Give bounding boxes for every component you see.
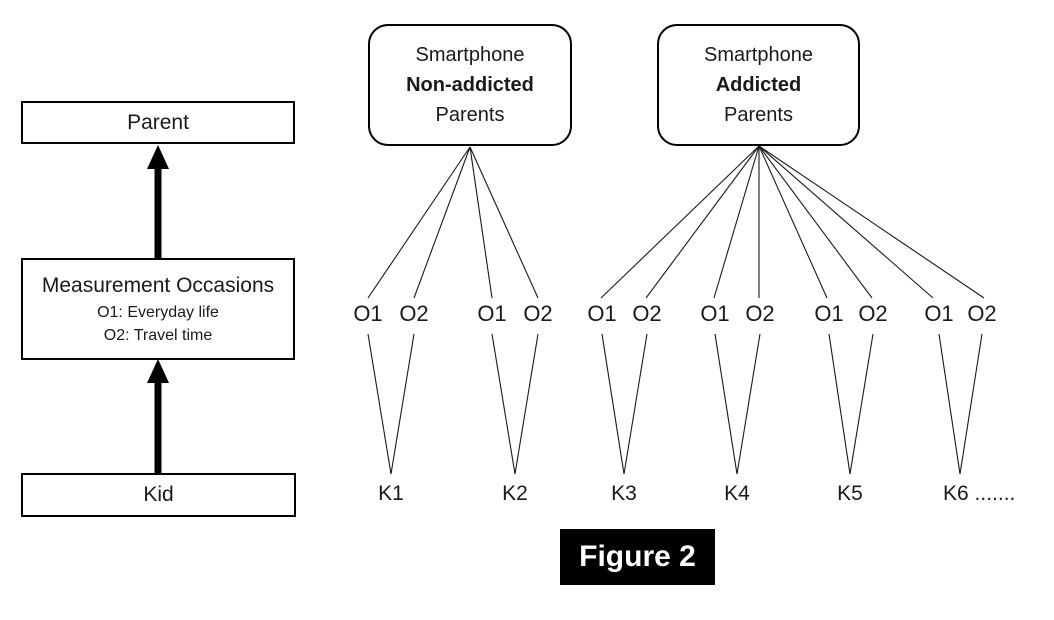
occasion-label: O2 <box>745 301 775 326</box>
addicted-line1: Smartphone <box>704 44 813 66</box>
measurement-occasions-box: Measurement Occasions O1: Everyday life … <box>21 258 295 360</box>
occasion-label: O1 <box>814 301 844 326</box>
occasion-label: O1 <box>587 301 617 326</box>
kid-box-label: Kid <box>143 483 174 506</box>
occasion-label: O2 <box>858 301 888 326</box>
occasion-label: O1 <box>924 301 954 326</box>
kid-box: Kid <box>21 473 296 517</box>
occasion-2-description: O2: Travel time <box>103 327 213 344</box>
occasions-to-kids <box>367 333 983 475</box>
parent-box: Parent <box>21 101 295 144</box>
kid-label: K2 <box>502 482 528 505</box>
kid-label: K5 <box>837 482 863 505</box>
kid-label: K6 ....... <box>943 482 1016 505</box>
kid-label: K3 <box>611 482 637 505</box>
arrow-kid-to-measurement <box>147 359 169 473</box>
addicted-parents-box: Smartphone Addicted Parents <box>657 24 860 146</box>
occasion-label: O2 <box>523 301 553 326</box>
kid-label: K4 <box>724 482 750 505</box>
addicted-line2: Addicted <box>715 74 802 96</box>
occasion-label: O2 <box>967 301 997 326</box>
measurement-occasions-title: Measurement Occasions <box>41 274 275 297</box>
fan-non-addicted <box>367 146 539 299</box>
occasion-label: O2 <box>399 301 429 326</box>
figure-caption-text: Figure 2 <box>579 540 696 573</box>
non-addicted-line2: Non-addicted <box>406 74 534 96</box>
kid-label: K1 <box>378 482 404 505</box>
occasion-label: O1 <box>477 301 507 326</box>
occasion-label: O1 <box>353 301 383 326</box>
addicted-line3: Parents <box>724 104 793 126</box>
occasion-label: O2 <box>632 301 662 326</box>
figure-caption: Figure 2 <box>560 529 715 585</box>
parent-box-label: Parent <box>127 110 189 134</box>
occasion-label: O1 <box>700 301 730 326</box>
arrow-measurement-to-parent <box>147 145 169 259</box>
occasion-1-description: O1: Everyday life <box>97 304 219 321</box>
non-addicted-line3: Parents <box>435 104 505 126</box>
non-addicted-parents-box: Smartphone Non-addicted Parents <box>368 24 572 146</box>
fan-addicted <box>600 145 985 299</box>
non-addicted-line1: Smartphone <box>415 44 525 66</box>
